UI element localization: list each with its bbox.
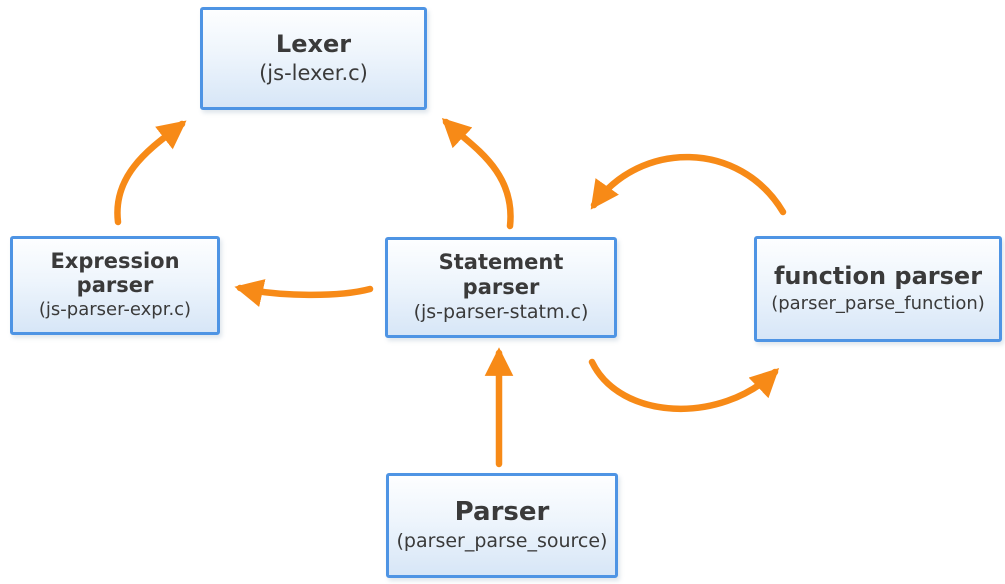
- node-lexer: Lexer (js-lexer.c): [200, 7, 427, 110]
- node-statement-parser: Statement parser (js-parser-statm.c): [385, 237, 617, 338]
- node-expression-parser-title: Expression parser: [50, 249, 180, 298]
- arrow-statement-parser-to-function-parser: [588, 358, 780, 412]
- node-function-parser-title: function parser: [773, 261, 983, 290]
- node-expression-parser-subtitle: (js-parser-expr.c): [38, 299, 192, 321]
- node-expression-parser: Expression parser (js-parser-expr.c): [10, 236, 220, 335]
- node-lexer-subtitle: (js-lexer.c): [259, 61, 368, 86]
- node-parser-title: Parser: [454, 496, 550, 527]
- arrow-statement-parser-to-expression-parser: [234, 279, 374, 307]
- node-function-parser-subtitle: (parser_parse_function): [771, 292, 985, 314]
- node-statement-parser-subtitle: (js-parser-statm.c): [413, 300, 589, 323]
- node-parser: Parser (parser_parse_source): [386, 473, 618, 578]
- arrow-function-parser-to-statement-parser: [590, 153, 787, 216]
- node-statement-parser-title: Statement parser: [438, 250, 564, 299]
- arrow-expression-parser-to-lexer: [114, 120, 187, 226]
- node-function-parser: function parser (parser_parse_function): [754, 236, 1002, 342]
- node-parser-subtitle: (parser_parse_source): [396, 529, 608, 552]
- node-lexer-title: Lexer: [275, 29, 352, 58]
- arrow-statement-parser-to-lexer: [441, 118, 514, 230]
